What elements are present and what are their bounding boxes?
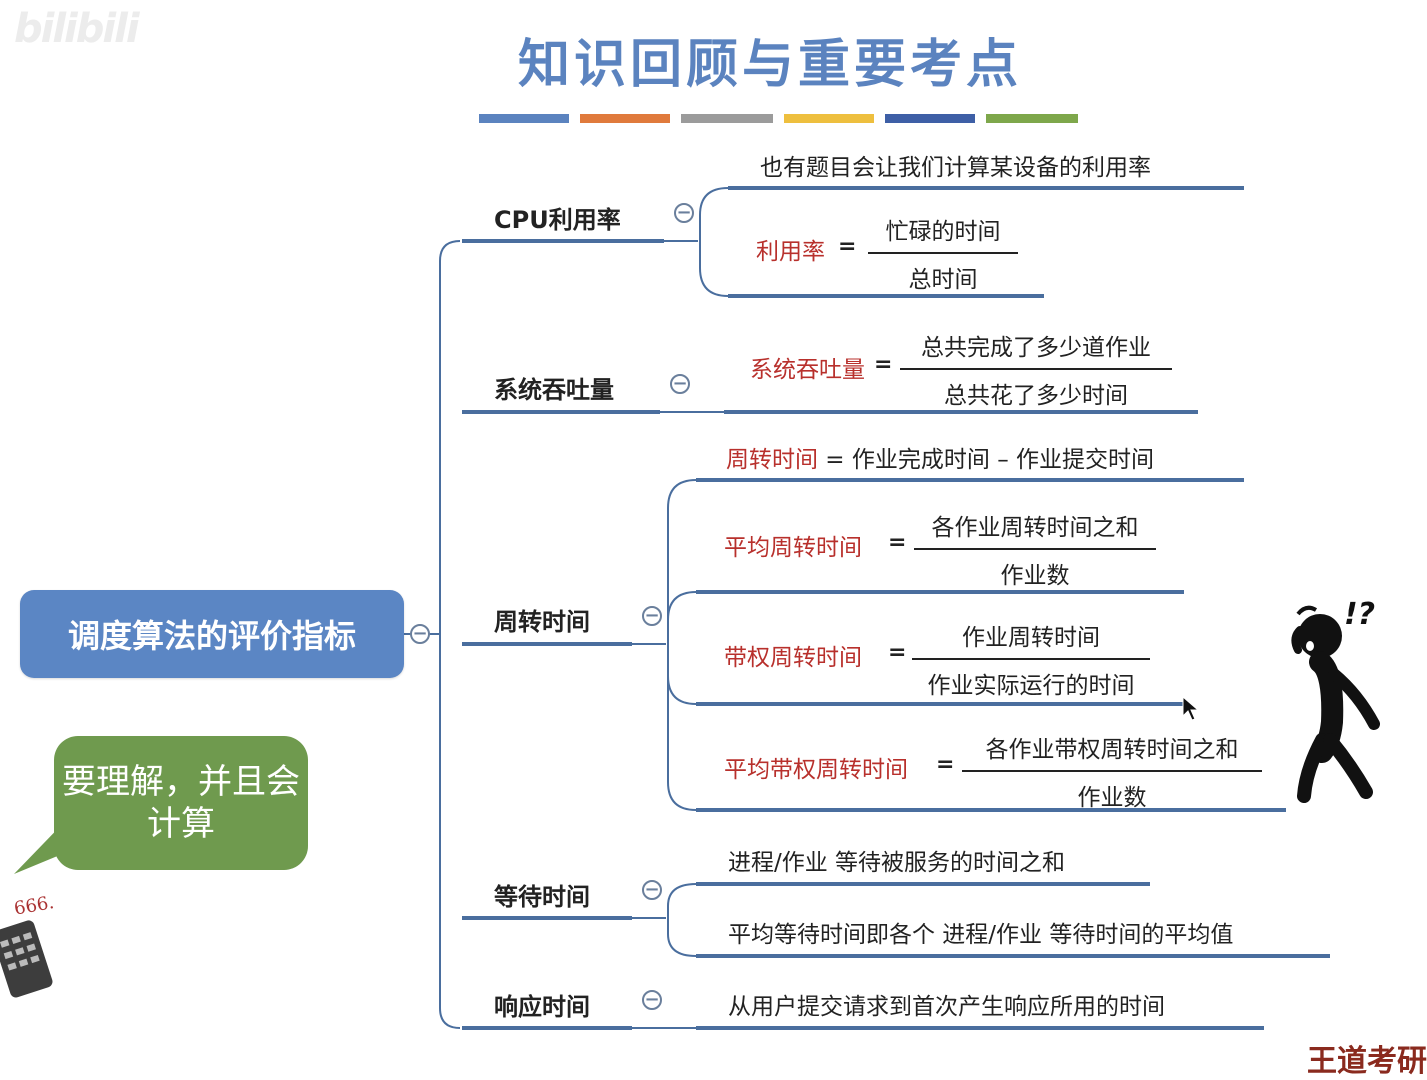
confused-mark-label: !? (1344, 597, 1375, 632)
cpu-numerator: 忙碌的时间 (868, 212, 1018, 254)
turnaround-def-name: 周转时间 (726, 447, 818, 473)
throughput-denominator: 总共花了多少时间 (944, 383, 1128, 409)
weighted-turnaround-numerator: 作业周转时间 (912, 618, 1150, 660)
avg-weighted-turnaround-eq: = (936, 752, 955, 777)
throughput-formula-name: 系统吞吐量 (750, 357, 865, 383)
weighted-turnaround-eq: = (888, 640, 907, 665)
avg-turnaround-eq: = (888, 530, 907, 555)
calculator-illustration: 666. (0, 892, 56, 998)
throughput-fraction: 总共完成了多少道作业 总共花了多少时间 (900, 328, 1172, 410)
waiting-leaf-2: 平均等待时间即各个 进程/作业 等待时间的平均值 (728, 922, 1234, 948)
title-bar-3 (681, 114, 773, 123)
speech-bubble: 要理解，并且会计算 (54, 736, 308, 870)
cpu-formula-eq: = (838, 234, 857, 259)
response-leaf-1: 从用户提交请求到首次产生响应所用的时间 (728, 994, 1165, 1020)
cpu-note: 也有题目会让我们计算某设备的利用率 (760, 155, 1151, 181)
avg-weighted-turnaround-fraction: 各作业带权周转时间之和 作业数 (962, 730, 1262, 812)
bilibili-logo: bilibili (14, 6, 140, 52)
avg-weighted-turnaround-numerator: 各作业带权周转时间之和 (962, 730, 1262, 772)
avg-turnaround-numerator: 各作业周转时间之和 (914, 508, 1156, 550)
title-bar-5 (885, 114, 975, 123)
avg-weighted-turnaround-name: 平均带权周转时间 (724, 757, 908, 783)
calculator-666-label: 666. (13, 892, 56, 920)
mouse-cursor-icon (1182, 696, 1200, 721)
branch-throughput[interactable]: 系统吞吐量 (494, 376, 614, 404)
footer-brand: 王道考研 (1307, 1044, 1427, 1079)
weighted-turnaround-fraction: 作业周转时间 作业实际运行的时间 (912, 618, 1150, 700)
branch-waiting-time[interactable]: 等待时间 (494, 883, 590, 911)
confused-person-icon: !? (1291, 597, 1380, 803)
waiting-leaf-1: 进程/作业 等待被服务的时间之和 (728, 850, 1066, 876)
turnaround-def-rest: = 作业完成时间 – 作业提交时间 (818, 447, 1155, 473)
throughput-formula-eq: = (874, 352, 893, 377)
weighted-turnaround-name: 带权周转时间 (724, 645, 862, 671)
title-bar-4 (784, 114, 874, 123)
avg-turnaround-name: 平均周转时间 (724, 535, 862, 561)
weighted-turnaround-denominator: 作业实际运行的时间 (927, 673, 1135, 699)
cpu-fraction: 忙碌的时间 总时间 (868, 212, 1018, 294)
cpu-formula-name: 利用率 (756, 239, 825, 265)
waiting-collapse-toggle[interactable]: − (642, 880, 662, 900)
branch-turnaround-time[interactable]: 周转时间 (494, 608, 590, 636)
turnaround-definition: 周转时间 = 作业完成时间 – 作业提交时间 (726, 440, 1154, 474)
branch-cpu-utilization[interactable]: CPU利用率 (494, 206, 621, 234)
cpu-collapse-toggle[interactable]: − (674, 203, 694, 223)
turnaround-collapse-toggle[interactable]: − (642, 606, 662, 626)
throughput-collapse-toggle[interactable]: − (670, 374, 690, 394)
title-bar-6 (986, 114, 1078, 123)
root-collapse-toggle[interactable]: − (410, 624, 430, 644)
title-bar-2 (580, 114, 670, 123)
root-node[interactable]: 调度算法的评价指标 (20, 590, 404, 678)
throughput-numerator: 总共完成了多少道作业 (900, 328, 1172, 370)
branch-response-time[interactable]: 响应时间 (494, 993, 590, 1021)
title-bar-1 (479, 114, 569, 123)
response-collapse-toggle[interactable]: − (642, 990, 662, 1010)
cpu-denominator: 总时间 (908, 267, 978, 293)
page-title: 知识回顾与重要考点 (517, 34, 1022, 95)
avg-turnaround-denominator: 作业数 (1000, 563, 1070, 589)
avg-turnaround-fraction: 各作业周转时间之和 作业数 (914, 508, 1156, 590)
avg-weighted-turnaround-denominator: 作业数 (1077, 785, 1147, 811)
